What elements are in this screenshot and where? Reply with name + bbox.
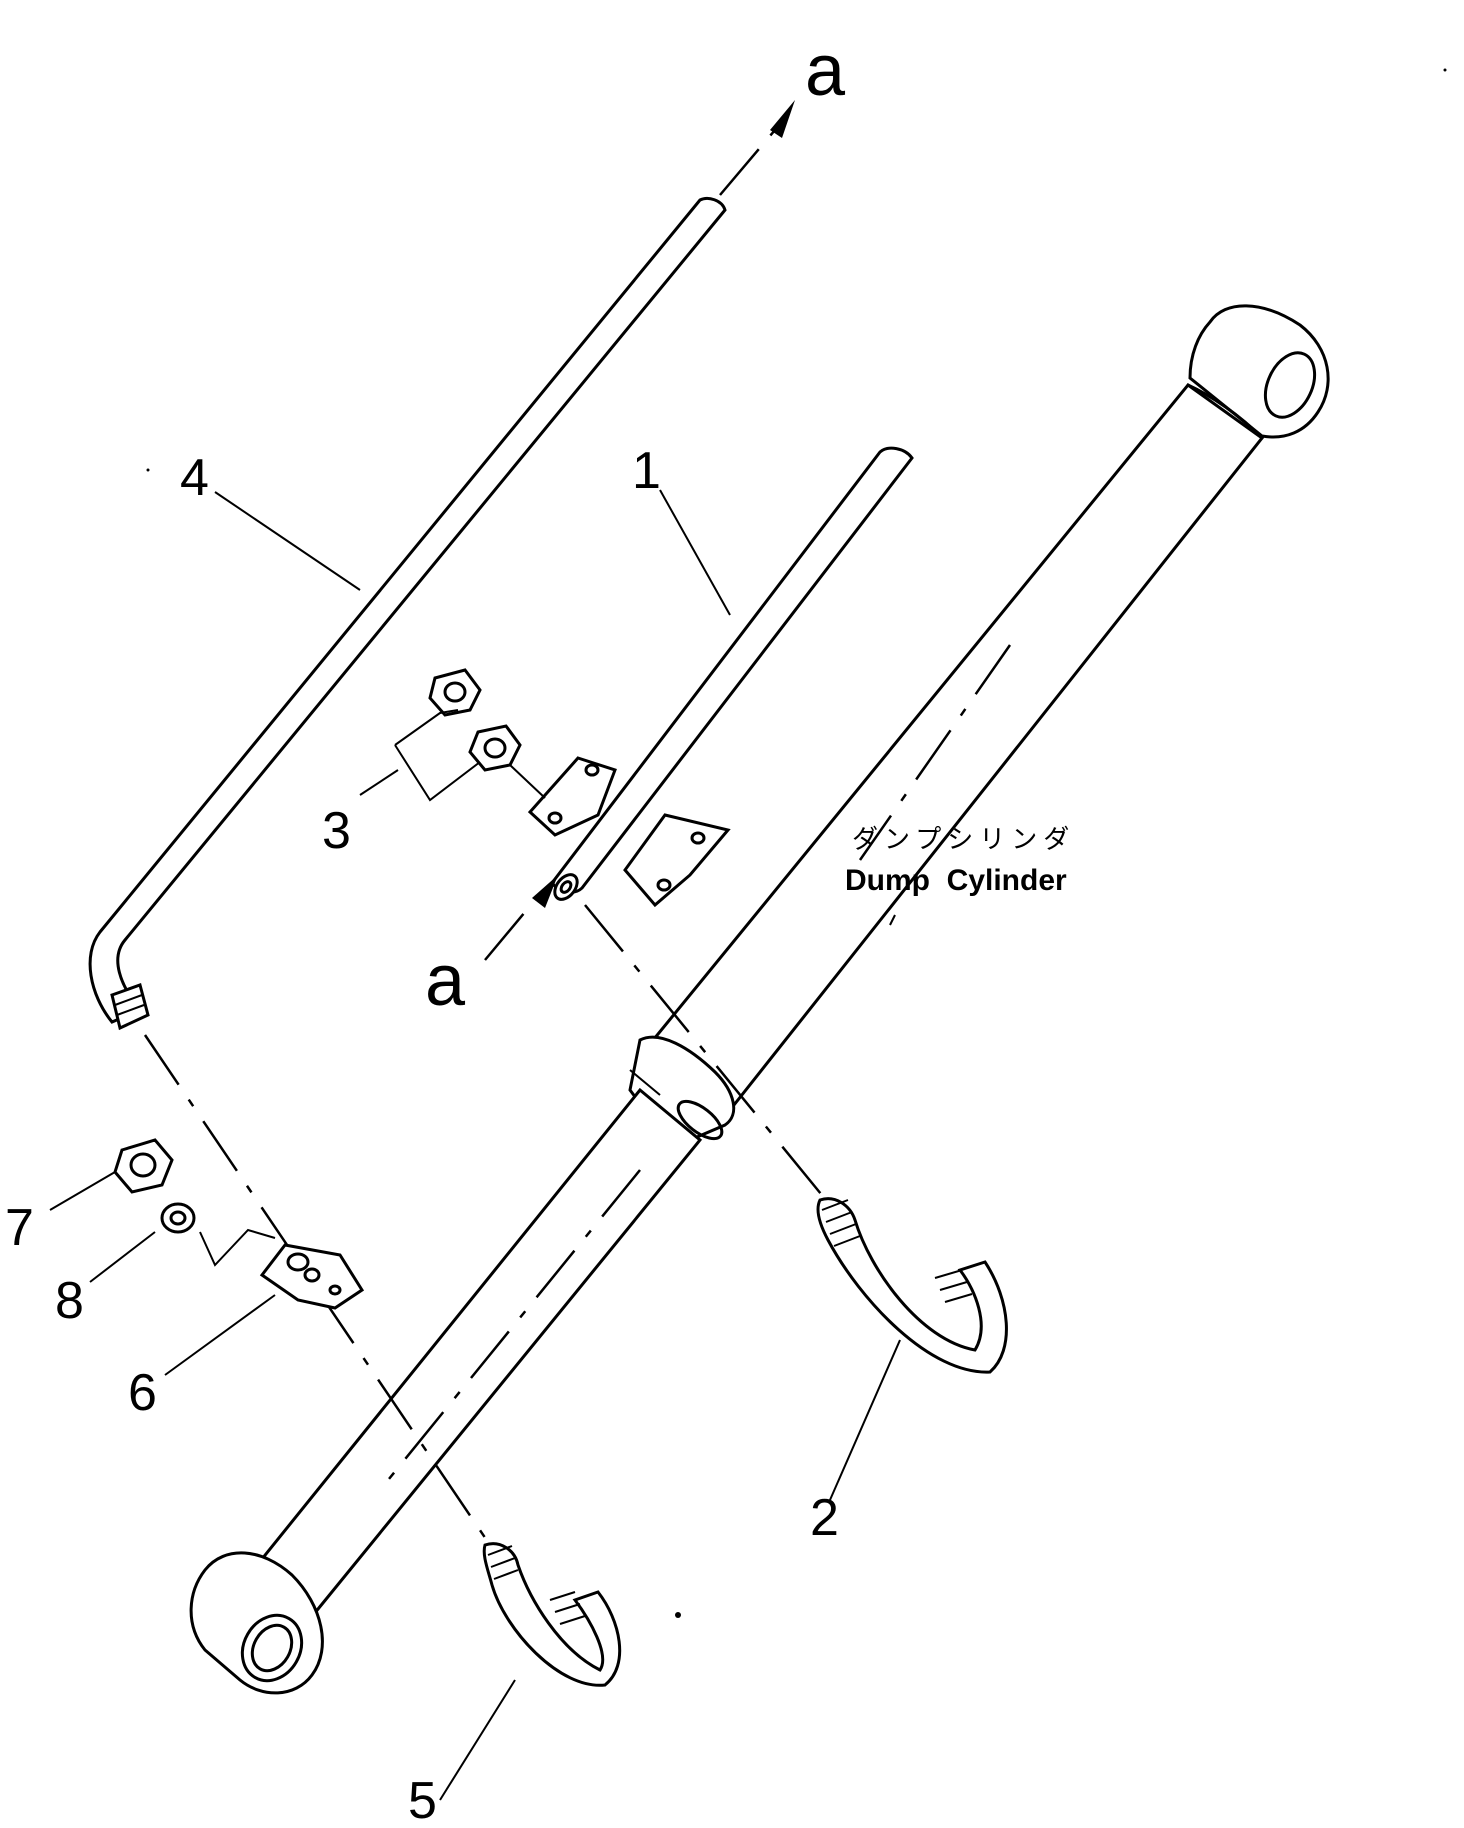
callout-3: 3 xyxy=(322,802,351,860)
part-2-hose xyxy=(584,904,1008,1374)
callout-6: 6 xyxy=(128,1364,157,1422)
callout-5: 5 xyxy=(408,1772,437,1823)
clamp-lower xyxy=(259,1243,365,1310)
callout-8: 8 xyxy=(55,1272,84,1330)
callout-2: 2 xyxy=(810,1489,839,1547)
cylinder-label-jp: ダンプシリンダ xyxy=(852,825,1075,855)
arrow-a-mid xyxy=(484,875,558,961)
callout-7: 7 xyxy=(5,1199,34,1257)
leader-lines xyxy=(49,489,901,1801)
cylinder-label-en: Dump Cylinder xyxy=(845,864,1067,897)
part-1-pipe xyxy=(550,446,914,901)
clamp-upper xyxy=(527,756,731,908)
part-3-nuts xyxy=(394,668,546,802)
callout-4: 4 xyxy=(180,449,209,507)
dump-cylinder xyxy=(628,304,1330,1142)
arrow-a-top xyxy=(719,100,795,196)
part-8-washer xyxy=(160,1202,276,1267)
callout-1: 1 xyxy=(632,442,661,500)
callout-a-mid: a xyxy=(425,941,466,1021)
part-4-pipe xyxy=(88,196,727,1031)
piston-rod xyxy=(189,1069,703,1695)
callout-a-top: a xyxy=(805,31,846,111)
part-7-nut xyxy=(113,1138,174,1194)
part-5-hose xyxy=(143,1034,622,1687)
